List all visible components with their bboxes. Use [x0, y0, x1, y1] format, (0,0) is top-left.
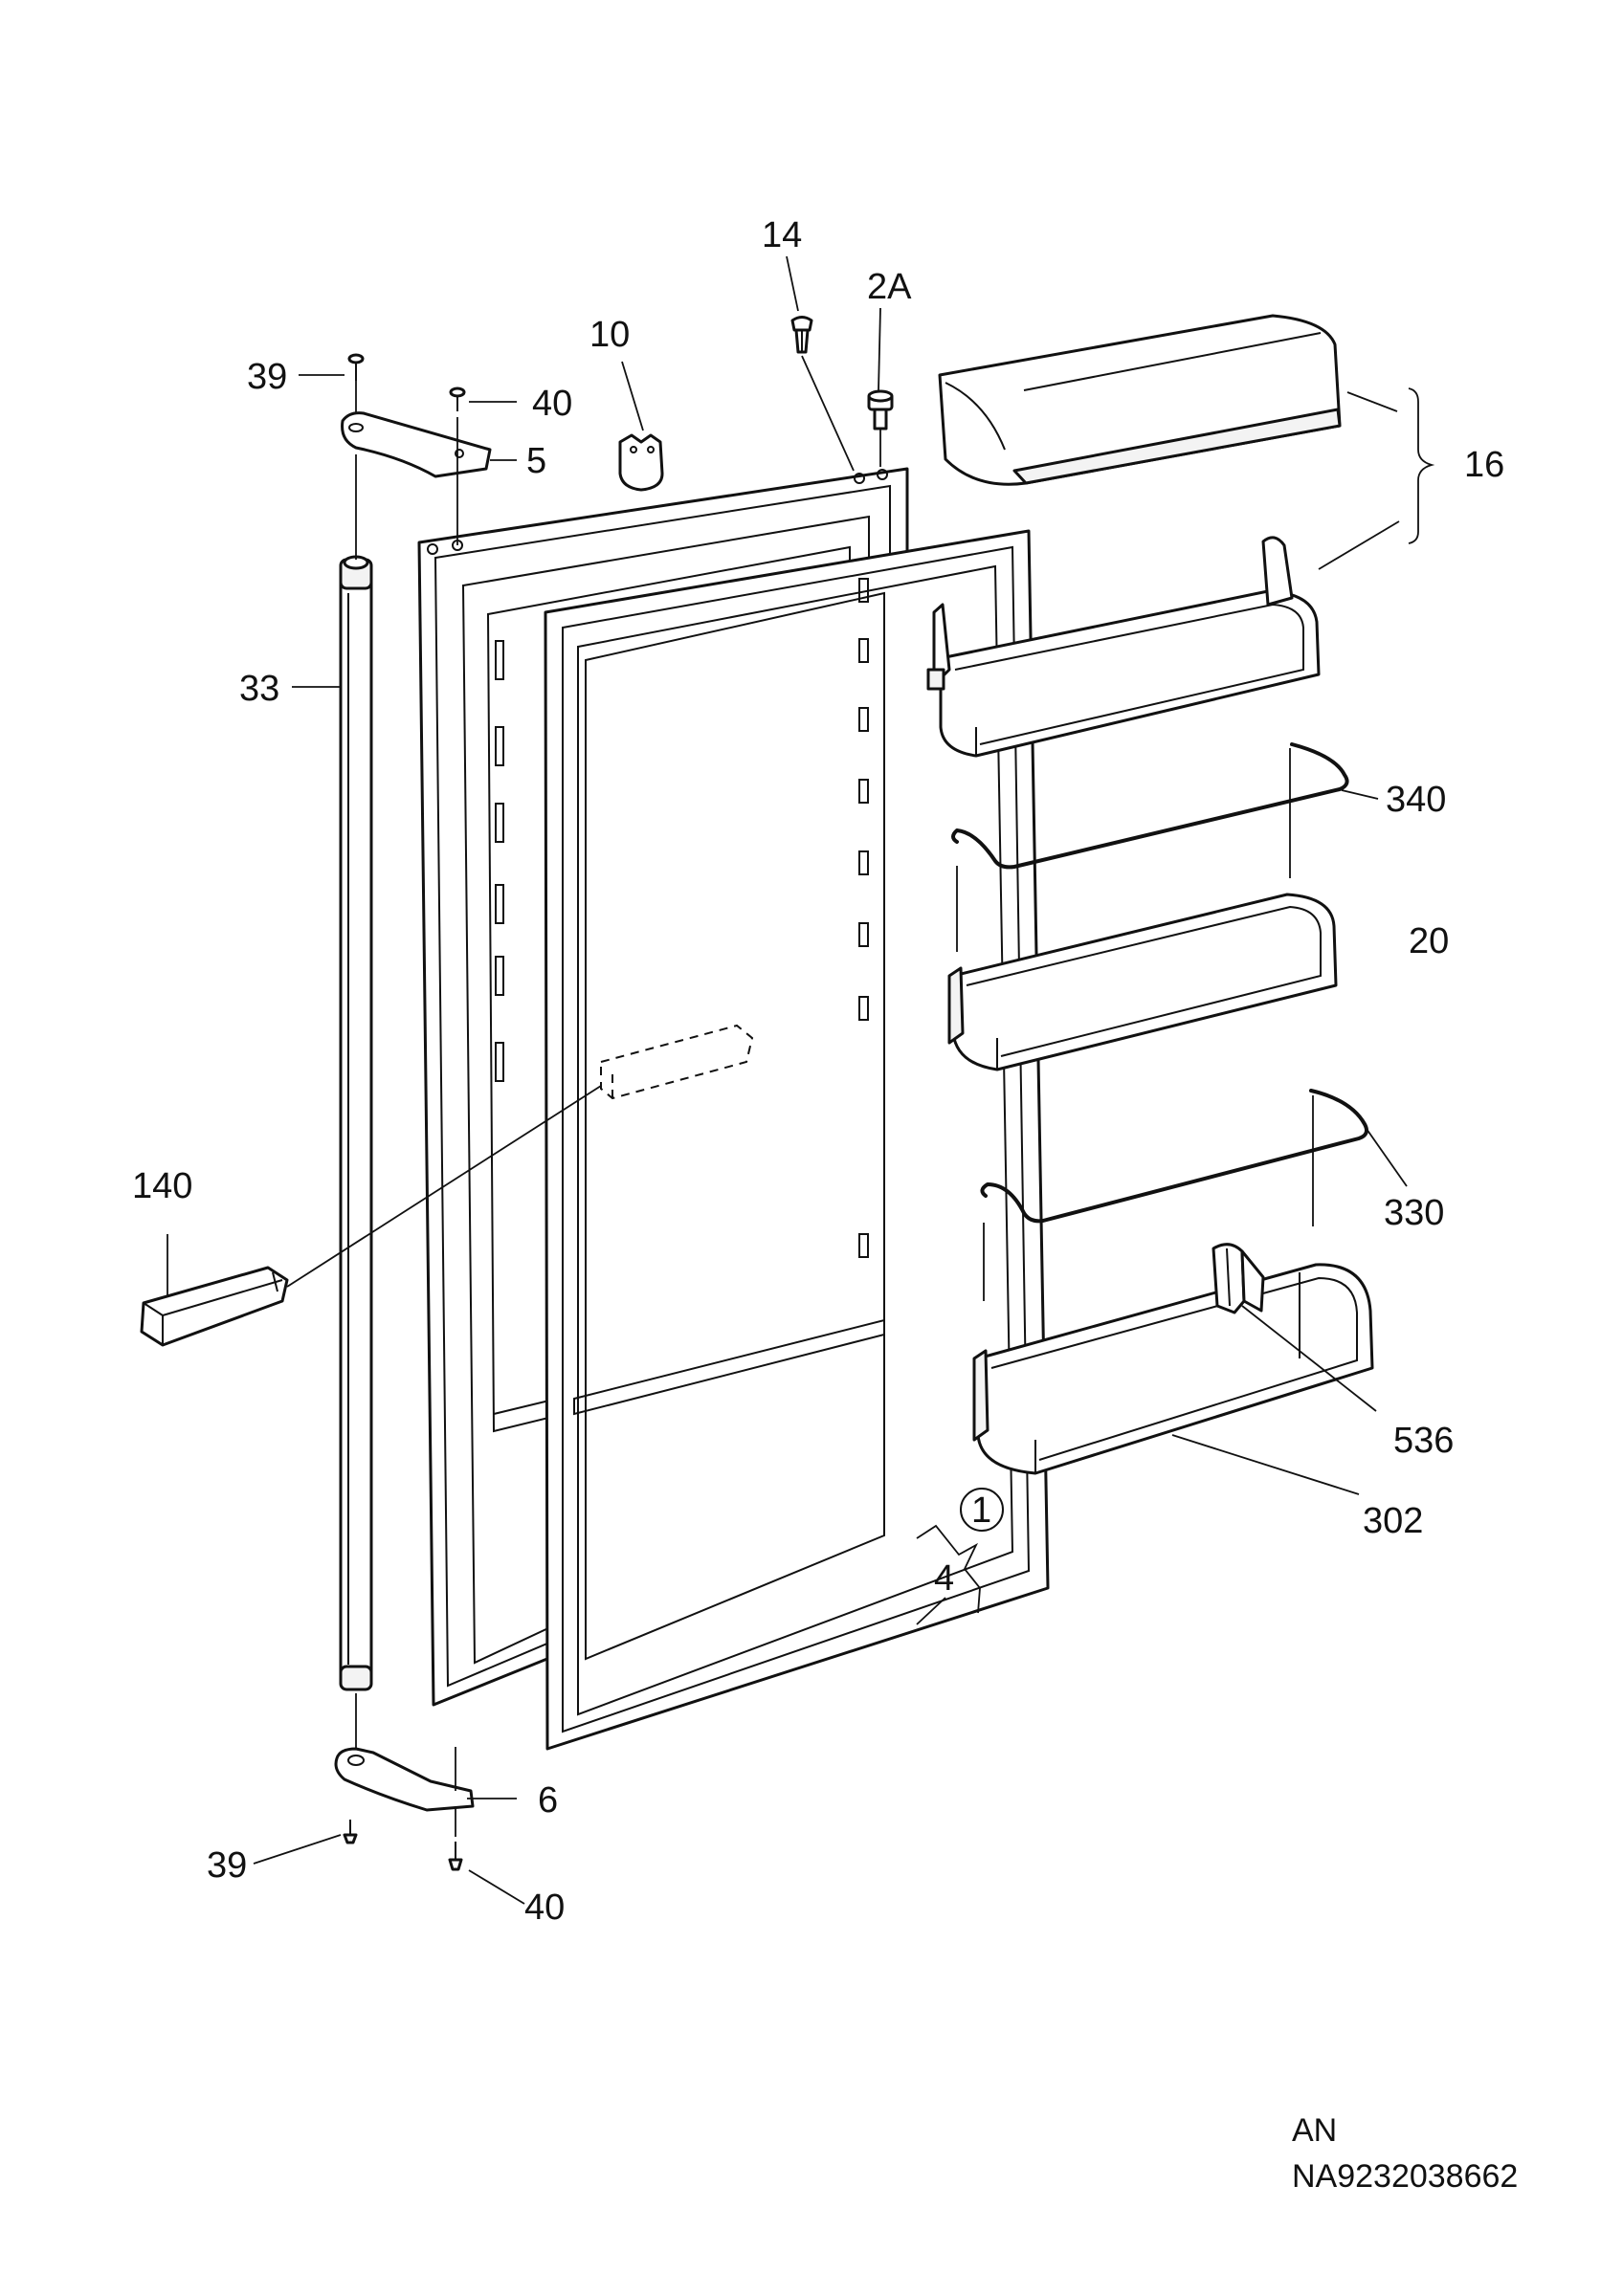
bottom-hinge-bracket [334, 1747, 475, 1837]
dairy-cover-16 [938, 314, 1342, 486]
label-536: 536 [1393, 1421, 1454, 1461]
hinge-rod [339, 373, 373, 1751]
door-handle-140 [140, 1266, 289, 1347]
gasket-slots [858, 578, 869, 1258]
label-40-top: 40 [532, 384, 572, 424]
label-2a: 2A [867, 267, 912, 307]
leader-lines [167, 255, 1435, 1905]
screw-40-bottom [448, 1842, 463, 1871]
bushing-2a [867, 389, 894, 430]
screw-39-bottom [343, 1820, 358, 1844]
diagram-footer: AN NA9232038662 [1292, 2112, 1518, 2195]
label-39-bottom: 39 [207, 1845, 247, 1886]
door-shelf-top [926, 536, 1321, 758]
footer-part-number: NA9232038662 [1292, 2158, 1518, 2195]
label-6: 6 [538, 1780, 558, 1821]
label-10: 10 [589, 315, 630, 355]
label-39-top: 39 [247, 357, 287, 397]
shelf-divider-536 [1212, 1243, 1265, 1314]
label-5: 5 [526, 441, 546, 481]
hidden-handle-outline [600, 1024, 754, 1100]
label-140: 140 [132, 1166, 192, 1206]
label-1: 1 [971, 1490, 991, 1531]
label-330: 330 [1384, 1193, 1444, 1233]
part-labels: 14 2A 10 39 40 5 16 33 340 20 140 330 53… [132, 215, 1504, 1928]
label-4: 4 [934, 1558, 954, 1599]
door-gasket [544, 529, 1050, 1751]
screw-40-top [449, 386, 466, 411]
door-panel-slots [495, 640, 504, 1082]
label-40-bottom: 40 [524, 1888, 565, 1928]
label-16: 16 [1464, 445, 1504, 485]
top-hinge-bracket [341, 411, 492, 545]
label-340: 340 [1386, 780, 1446, 820]
cap-10 [618, 433, 664, 492]
callout-circle [960, 1488, 1004, 1532]
label-20: 20 [1409, 921, 1449, 961]
footer-code: AN [1292, 2112, 1337, 2149]
label-33: 33 [239, 669, 279, 709]
door-shelf-middle-20 [947, 893, 1338, 1071]
screw-39-top [347, 353, 365, 381]
door-shelf-bottom-302 [972, 1263, 1374, 1475]
wire-rail-330 [980, 1089, 1368, 1301]
pin-14 [790, 316, 813, 354]
label-302: 302 [1363, 1501, 1423, 1541]
label-14: 14 [762, 215, 802, 255]
wire-rail-340 [951, 742, 1349, 952]
